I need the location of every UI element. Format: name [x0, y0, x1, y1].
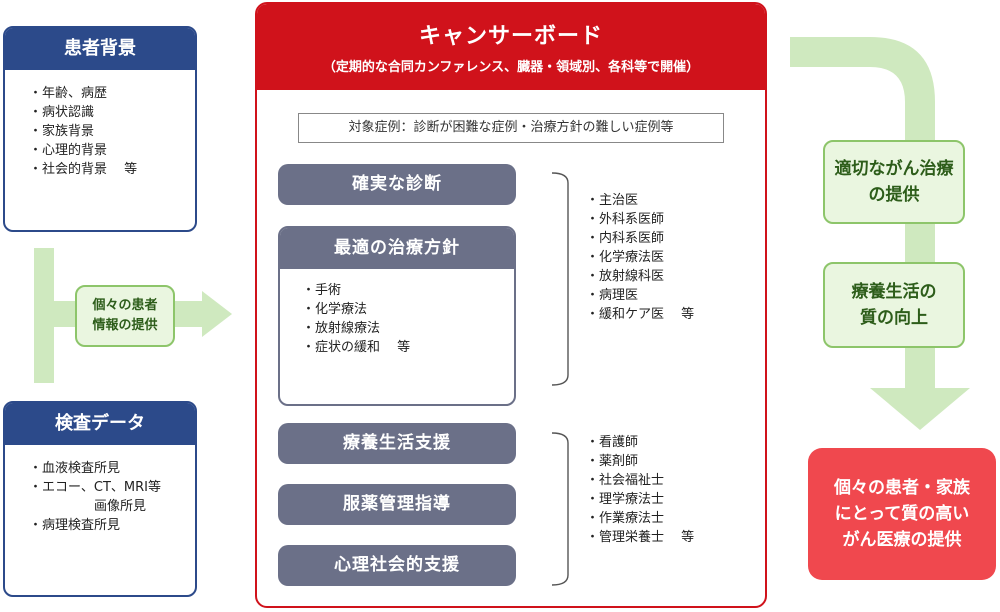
physicians-bracket — [551, 172, 569, 386]
treatment-policy-box: 最適の治療方針 ・手術 ・化学療法 ・放射線療法 ・症状の緩和 等 — [278, 226, 516, 406]
list-item: ・作業療法士 — [586, 511, 665, 526]
list-item: ・心理的背景 — [29, 143, 108, 158]
staff-list: ・看護師 ・薬剤師 ・社会福祉士 ・理学療法士 ・作業療法士 ・管理栄養士 等 — [586, 433, 694, 547]
list-item: ・家族背景 — [29, 124, 95, 139]
quality-of-life-box: 療養生活の 質の向上 — [823, 262, 965, 348]
final-result-line3: がん医療の提供 — [842, 530, 962, 550]
final-result-line1: 個々の患者・家族 — [834, 478, 970, 498]
final-result-box: 個々の患者・家族 にとって質の高い がん医療の提供 — [808, 448, 996, 580]
list-item: ・化学療法医 — [586, 250, 665, 265]
list-item: ・社会福祉士 — [586, 473, 665, 488]
list-item: ・薬剤師 — [586, 454, 639, 469]
list-item: ・看護師 — [586, 435, 639, 450]
list-item: ・手術 — [302, 283, 342, 298]
list-item: ・病状認識 — [29, 105, 95, 120]
exam-data-box: 検査データ ・血液検査所見 ・エコー、CT、MRI等 画像所見 ・病理検査所見 — [3, 401, 197, 597]
list-item: 画像所見 — [29, 499, 147, 514]
patient-background-title: 患者背景 — [5, 28, 195, 70]
list-item: ・年齢、病歴 — [29, 86, 108, 101]
physicians-list: ・主治医 ・外科系医師 ・内科系医師 ・化学療法医 ・放射線科医 ・病理医 ・緩… — [586, 191, 694, 324]
treatment-policy-list: ・手術 ・化学療法 ・放射線療法 ・症状の緩和 等 — [280, 269, 514, 357]
appropriate-care-line1: 適切ながん治療 — [834, 159, 954, 179]
patient-info-line2: 情報の提供 — [92, 318, 158, 333]
psychosocial-support-pill: 心理社会的支援 — [278, 545, 516, 586]
diagnosis-pill: 確実な診断 — [278, 164, 516, 205]
left-arrow-head — [202, 291, 232, 337]
care-support-pill: 療養生活支援 — [278, 423, 516, 464]
list-item: ・病理検査所見 — [29, 518, 121, 533]
list-item: ・主治医 — [586, 193, 639, 208]
exam-data-list: ・血液検査所見 ・エコー、CT、MRI等 画像所見 ・病理検査所見 — [5, 445, 195, 535]
list-item: ・化学療法 — [302, 302, 368, 317]
list-item: ・エコー、CT、MRI等 — [29, 480, 161, 495]
cancer-board-subtitle: （定期的な合同カンファレンス、臓器・領域別、各科等で開催） — [322, 60, 700, 75]
list-item: ・緩和ケア医 等 — [586, 307, 695, 322]
list-item: ・症状の緩和 等 — [302, 340, 411, 355]
patient-info-box: 個々の患者 情報の提供 — [75, 285, 175, 347]
right-flow-arrowhead — [870, 388, 970, 430]
appropriate-care-line2: の提供 — [868, 185, 920, 205]
list-item: ・放射線療法 — [302, 321, 381, 336]
cancer-board-header: キャンサーボード （定期的な合同カンファレンス、臓器・領域別、各科等で開催） — [257, 4, 765, 90]
treatment-policy-title: 最適の治療方針 — [280, 228, 514, 269]
cancer-board-title: キャンサーボード — [418, 24, 603, 49]
appropriate-care-box: 適切ながん治療 の提供 — [823, 140, 965, 224]
patient-background-list: ・年齢、病歴 ・病状認識 ・家族背景 ・心理的背景 ・社会的背景 等 — [5, 70, 195, 179]
exam-data-title: 検査データ — [5, 403, 195, 445]
list-item: ・社会的背景 等 — [29, 162, 138, 177]
list-item: ・理学療法士 — [586, 492, 665, 507]
list-item: ・放射線科医 — [586, 269, 665, 284]
list-item: ・内科系医師 — [586, 231, 665, 246]
quality-of-life-line1: 療養生活の — [851, 282, 937, 302]
list-item: ・外科系医師 — [586, 212, 665, 227]
staff-bracket — [551, 432, 569, 586]
list-item: ・管理栄養士 等 — [586, 530, 695, 545]
brackets — [551, 172, 569, 586]
quality-of-life-line2: 質の向上 — [860, 308, 928, 328]
list-item: ・血液検査所見 — [29, 461, 121, 476]
patient-info-line1: 個々の患者 — [92, 298, 158, 313]
list-item: ・病理医 — [586, 288, 639, 303]
medication-guidance-pill: 服薬管理指導 — [278, 484, 516, 525]
target-cases-label: 対象症例：診断が困難な症例・治療方針の難しい症例等 — [298, 113, 724, 143]
patient-background-box: 患者背景 ・年齢、病歴 ・病状認識 ・家族背景 ・心理的背景 ・社会的背景 等 — [3, 26, 197, 232]
final-result-line2: にとって質の高い — [834, 504, 970, 524]
